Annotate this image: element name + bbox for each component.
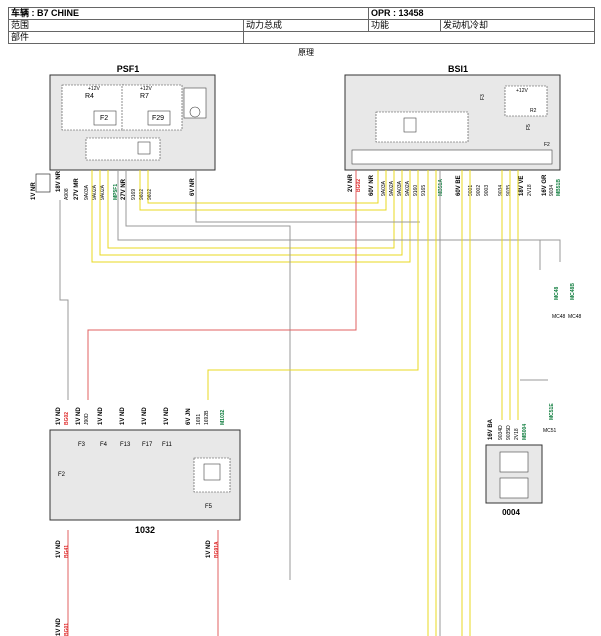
- psf1-c6: 6V NR: [190, 178, 196, 196]
- m1032-title: 1032: [135, 525, 155, 535]
- m1032-c1-wire: BG02: [64, 412, 70, 425]
- bsi1-c5: 18V VE: [519, 176, 525, 196]
- bsi1-f3: F3: [480, 94, 486, 100]
- m1032-c7-wire-0: 1691: [196, 414, 202, 425]
- m1032-c2-wire: J90D: [84, 413, 90, 425]
- m0004-code: MB004: [522, 424, 528, 440]
- m1032-bottom2: 1V ND: [206, 540, 212, 558]
- m1032-c6: 1V ND: [164, 407, 170, 425]
- m1032-c4: 1V ND: [120, 407, 126, 425]
- bsi1-relay-v: +12V: [516, 88, 528, 94]
- bsi1-c2-wire-5: 9165: [421, 185, 427, 196]
- bsi1-c3-wire-0: 9001: [468, 185, 474, 196]
- mc48a: MC48: [554, 286, 560, 300]
- bsi1-c4-wire-0: 9034: [498, 185, 504, 196]
- m1032-c7: 6V JN: [186, 408, 192, 425]
- psf1-c3-wire-1: 9A02A: [92, 184, 98, 200]
- m1032-c2: 1V ND: [76, 407, 82, 425]
- m1032-bottom3: 1V ND: [56, 618, 62, 636]
- m1032-c5: 1V ND: [142, 407, 148, 425]
- bsi1-c6: 16V GR: [542, 174, 548, 196]
- mc48b: MC48B: [570, 283, 576, 300]
- psf1-f29: F29: [152, 115, 164, 122]
- diagram-title: 原理: [298, 48, 314, 57]
- m1032-bottom1-wire: BG41: [64, 545, 70, 558]
- m1032-bottom3-wire: BG01: [64, 623, 70, 636]
- psf1-c5-wire-1: 9602: [139, 189, 145, 200]
- psf1-fan-symbol: [183, 87, 207, 119]
- m1032-c3: 1V ND: [98, 407, 104, 425]
- m1032-c7-code: M1032: [220, 409, 226, 425]
- scope-value: 动力总成: [244, 20, 369, 31]
- m1032-fuse-f17: F17: [142, 442, 153, 448]
- psf1-c3: 27V MR: [74, 178, 80, 200]
- bsi1-relay-r: R2: [530, 108, 537, 114]
- bsi1-c1-wire: BG02: [356, 179, 362, 192]
- function-value: 发动机冷却: [443, 20, 489, 30]
- m1032-fuse-f2: F2: [58, 472, 66, 478]
- m1032-fuse-f4: F4: [100, 442, 108, 448]
- psf1-c1-wire: A908: [64, 188, 70, 200]
- psf1-r7: R7: [140, 93, 149, 100]
- psf1-title: PSF1: [117, 64, 140, 74]
- bsi1-c3: 60V BE: [456, 175, 462, 196]
- m0004-c1: 16V BA: [488, 418, 494, 440]
- psf1-c5: 27V NR: [121, 178, 127, 200]
- psf1-v12a: +12V: [88, 86, 100, 92]
- psf1-c2-wire: 1V NR: [31, 182, 37, 200]
- header-table: 车辆 : B7 CHINE OPR : 13458 范围 动力总成 功能 发动机…: [8, 7, 595, 44]
- psf1-c2: 18V NR: [56, 170, 62, 192]
- component-label: 部件: [9, 32, 244, 43]
- m1032-fuse-f3: F3: [78, 442, 86, 448]
- m1032-fuse-f5: F5: [205, 504, 213, 510]
- psf1-motor-icon: [189, 106, 201, 118]
- bsi1-c4-wire-1: 9035: [506, 185, 512, 196]
- bsi1-f2: F2: [544, 142, 550, 148]
- mc51: MC51: [543, 428, 557, 434]
- psf1-c5-wire-0: 9169: [131, 189, 137, 200]
- opr-label: OPR : 13458: [371, 8, 424, 18]
- psf1-c1-symbol: [35, 173, 51, 193]
- bsi1-c6-code: MB51B: [556, 179, 562, 196]
- function-label: 功能: [369, 20, 441, 31]
- scope-label: 范围: [9, 20, 244, 31]
- mc48c: MC48: [552, 314, 566, 320]
- m0004-wire-2: 2V18: [514, 428, 520, 440]
- bsi1-c3-wire-2: 9003: [484, 185, 490, 196]
- m0004-wire-1: 9035D: [506, 425, 512, 440]
- mc51e: MC51E: [549, 403, 555, 420]
- psf1-r4: R4: [85, 93, 94, 100]
- psf1-c3-wire-2: 9A02A: [100, 184, 106, 200]
- m1032-fuse-f13: F13: [120, 442, 131, 448]
- psf1-c5-wire-2: 9602: [147, 189, 153, 200]
- bsi1-title: BSI1: [448, 64, 468, 74]
- bsi1-c2-wire-2: 9A03A: [397, 180, 403, 196]
- bsi1-c6-wire: 9034: [549, 185, 555, 196]
- m1032-c1: 1V ND: [56, 407, 62, 425]
- psf1-c3-wire-0: 9A03A: [84, 184, 90, 200]
- m1032-bottom2-wire: BG91A: [214, 541, 220, 558]
- m1032-fuse-f11: F11: [162, 442, 173, 448]
- vehicle-label: 车辆 : B7 CHINE: [9, 8, 369, 19]
- m0004-wire-0: 9034D: [498, 425, 504, 440]
- m1032-bottom1: 1V ND: [56, 540, 62, 558]
- bsi1-c2-code: MB51A: [438, 179, 444, 196]
- bsi1-f5: F5: [526, 124, 532, 130]
- bsi1-c2-wire-3: 9A02A: [405, 180, 411, 196]
- psf1-f2: F2: [100, 115, 108, 122]
- psf1-c4-code: MP5F1: [113, 184, 119, 200]
- bsi1-c5-wire: 2V18: [527, 184, 533, 196]
- psf1-v12b: +12V: [140, 86, 152, 92]
- mc48d: MC48: [568, 314, 582, 320]
- bsi1-c1: 2V NR: [348, 174, 354, 192]
- bsi1-c2-wire-4: 9160: [413, 185, 419, 196]
- bsi1-c2: 60V NR: [369, 174, 375, 196]
- bsi1-c3-wire-1: 9002: [476, 185, 482, 196]
- bsi1-c2-wire-0: 9A03A: [381, 180, 387, 196]
- m1032-c7-wire-1: 1692B: [204, 410, 210, 425]
- m0004-title: 0004: [502, 508, 520, 517]
- bsi1-c2-wire-1: 9A02A: [389, 180, 395, 196]
